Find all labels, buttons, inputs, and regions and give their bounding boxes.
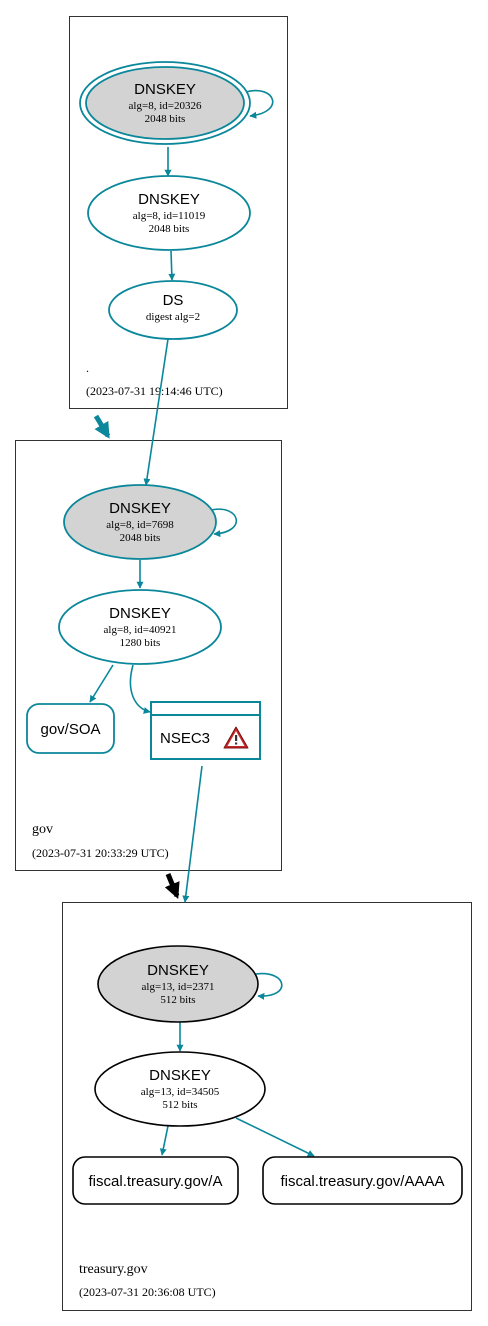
node-gov-ksk-line1: alg=8, id=7698 [106, 519, 174, 531]
edge-treasury-zsk-aaaa [235, 1117, 315, 1157]
zone-root-name: . [86, 361, 89, 375]
node-root-zsk-title: DNSKEY [138, 191, 200, 208]
node-rr-a-label: fiscal.treasury.gov/A [89, 1173, 223, 1190]
node-gov-zsk[interactable]: DNSKEY alg=8, id=40921 1280 bits [58, 589, 222, 665]
node-root-ksk[interactable]: DNSKEY alg=8, id=20326 2048 bits [79, 61, 251, 145]
zone-root-timestamp: (2023-07-31 19:14:46 UTC) [86, 384, 223, 398]
edge-nsec3-treasury [182, 765, 203, 903]
edge-treasury-ksk-self [255, 972, 283, 1000]
edge-delegation-gov-treasury [164, 873, 180, 899]
zone-treasury [62, 902, 472, 1311]
edge-treasury-zsk-a [159, 1125, 169, 1156]
node-treasury-zsk[interactable]: DNSKEY alg=13, id=34505 512 bits [94, 1051, 266, 1127]
node-gov-nsec3[interactable]: NSEC3 [150, 701, 261, 760]
node-root-zsk-line1: alg=8, id=11019 [133, 210, 206, 222]
edge-ds-gov-ksk [143, 338, 169, 486]
node-gov-soa[interactable]: gov/SOA [26, 703, 115, 754]
edge-root-ksk-self [245, 89, 274, 119]
node-gov-zsk-title: DNSKEY [109, 605, 171, 622]
node-gov-ksk-title: DNSKEY [109, 500, 171, 517]
node-root-ksk-line1: alg=8, id=20326 [129, 100, 202, 112]
zone-gov [15, 440, 282, 871]
node-root-zsk-line2: 2048 bits [149, 223, 190, 235]
node-treasury-zsk-line1: alg=13, id=34505 [141, 1086, 220, 1098]
zone-treasury-timestamp: (2023-07-31 20:36:08 UTC) [79, 1285, 216, 1299]
node-rr-a[interactable]: fiscal.treasury.gov/A [72, 1156, 239, 1205]
node-rr-aaaa[interactable]: fiscal.treasury.gov/AAAA [262, 1156, 463, 1205]
node-treasury-ksk[interactable]: DNSKEY alg=13, id=2371 512 bits [97, 945, 259, 1023]
node-treasury-ksk-line2: 512 bits [160, 994, 195, 1006]
node-gov-ds[interactable]: DS digest alg=2 [108, 280, 238, 340]
node-gov-ksk-line2: 2048 bits [120, 532, 161, 544]
zone-root [69, 16, 288, 409]
node-treasury-zsk-line2: 512 bits [162, 1099, 197, 1111]
zone-gov-name: gov [32, 822, 53, 837]
node-gov-zsk-line1: alg=8, id=40921 [104, 624, 177, 636]
node-treasury-ksk-title: DNSKEY [147, 962, 209, 979]
node-treasury-ksk-line1: alg=13, id=2371 [142, 981, 215, 993]
node-gov-soa-label: gov/SOA [40, 721, 100, 738]
node-gov-ds-title: DS [163, 292, 184, 309]
edge-gov-zsk-nsec3 [129, 664, 151, 714]
edge-root-zsk-ds [168, 250, 176, 281]
zone-treasury-name: treasury.gov [79, 1262, 148, 1277]
node-gov-nsec3-label: NSEC3 [160, 730, 210, 747]
node-rr-aaaa-label: fiscal.treasury.gov/AAAA [281, 1173, 445, 1190]
edge-gov-ksk-self [210, 508, 237, 538]
node-gov-zsk-line2: 1280 bits [120, 637, 161, 649]
node-gov-ds-line1: digest alg=2 [146, 311, 200, 323]
zone-gov-timestamp: (2023-07-31 20:33:29 UTC) [32, 846, 169, 860]
node-treasury-zsk-title: DNSKEY [149, 1067, 211, 1084]
warning-icon [223, 726, 249, 749]
edge-delegation-root-gov [93, 414, 111, 439]
node-gov-ksk[interactable]: DNSKEY alg=8, id=7698 2048 bits [63, 484, 217, 560]
edge-gov-zsk-soa [89, 664, 114, 703]
node-root-zsk[interactable]: DNSKEY alg=8, id=11019 2048 bits [87, 175, 251, 251]
node-root-ksk-line2: 2048 bits [145, 113, 186, 125]
node-root-ksk-title: DNSKEY [134, 81, 196, 98]
